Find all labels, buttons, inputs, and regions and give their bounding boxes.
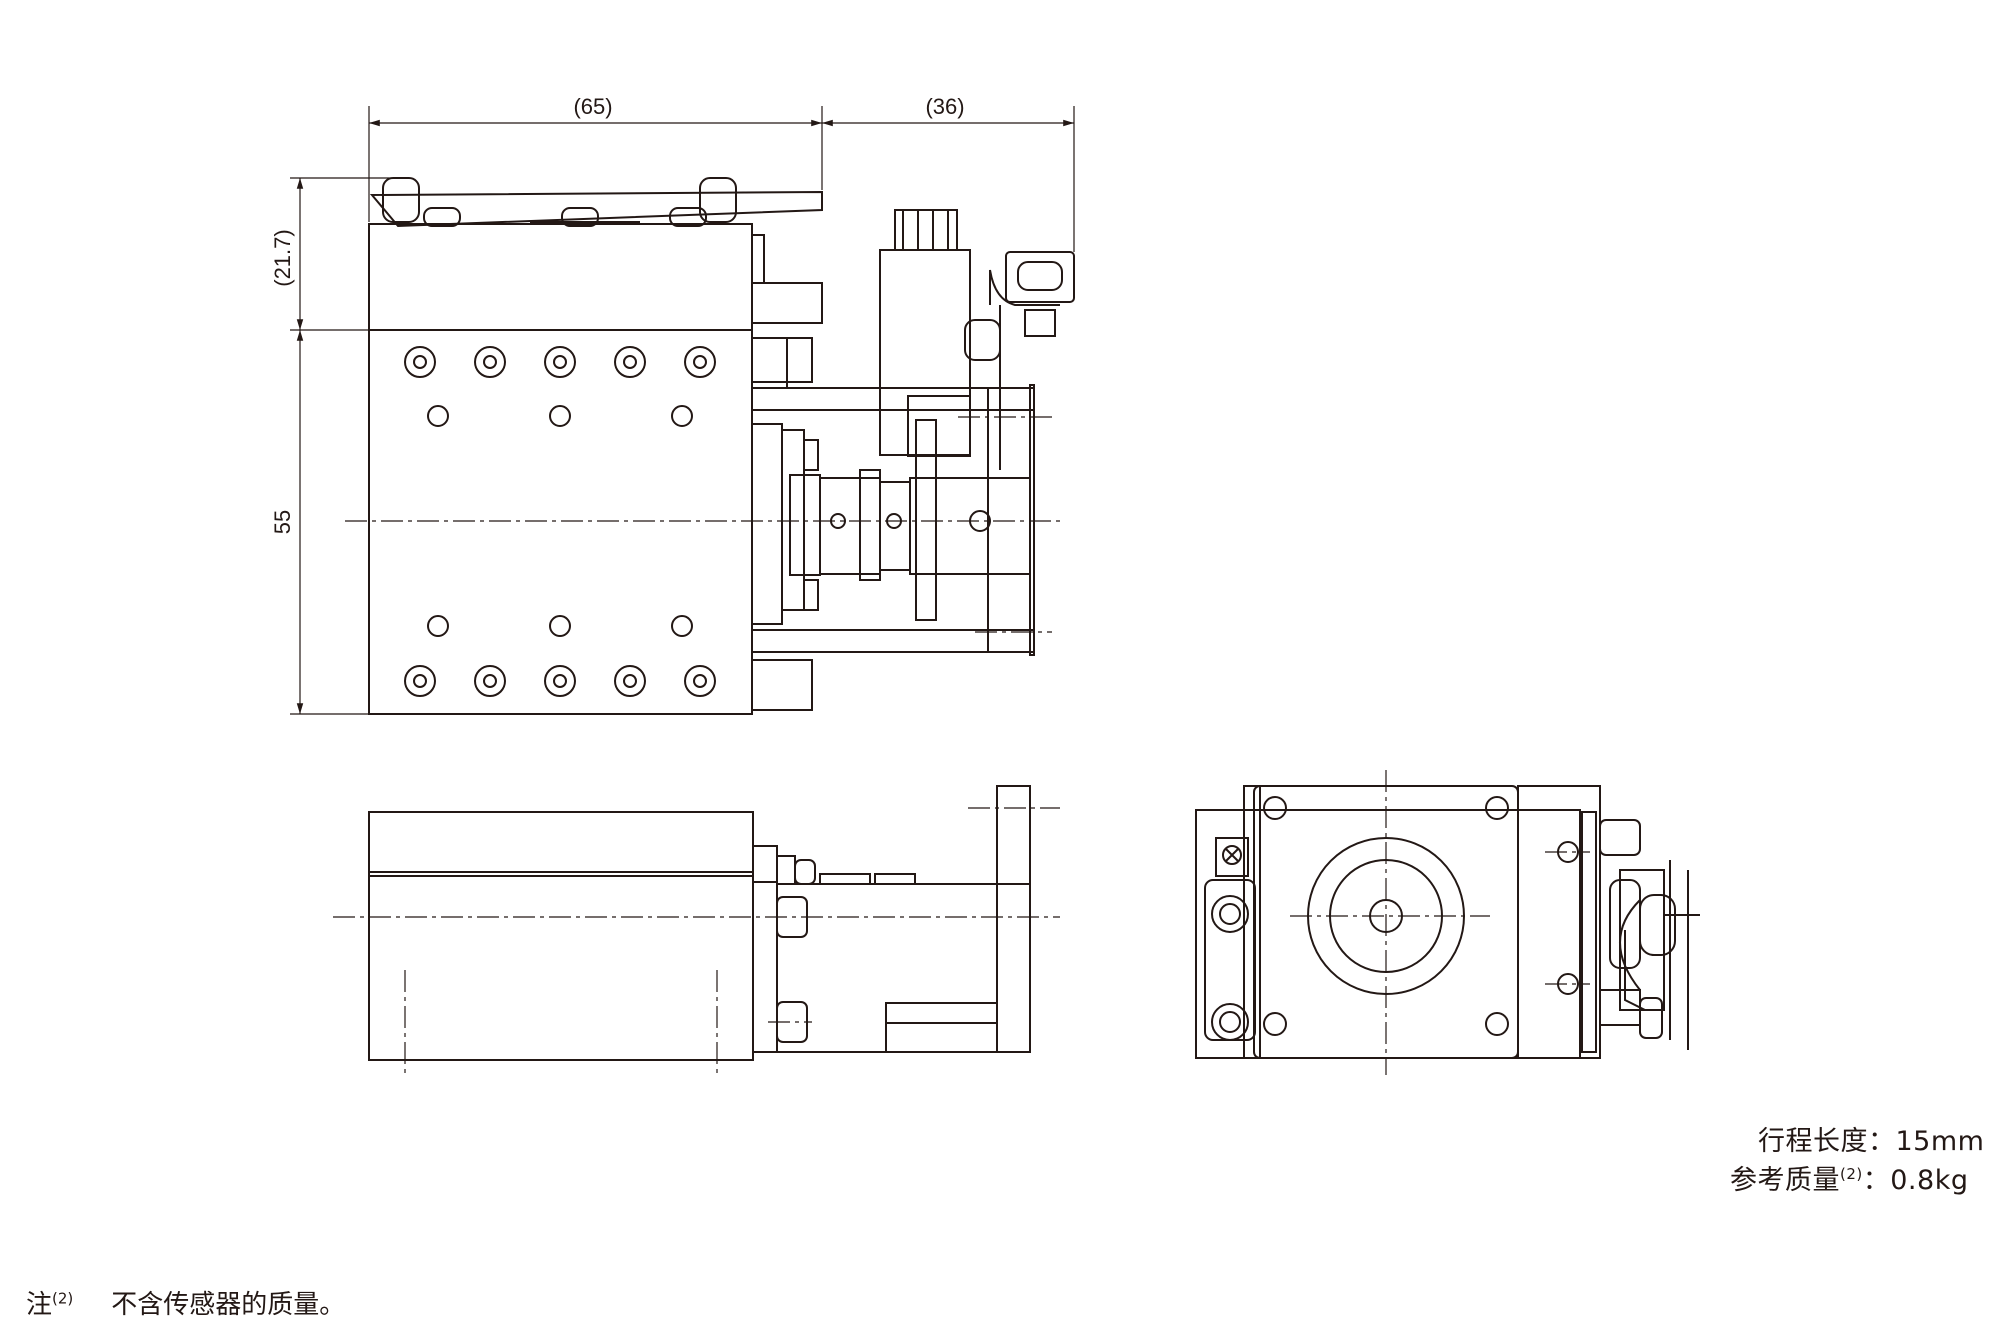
dim-21-7: (21.7) xyxy=(270,229,295,286)
dimension-lines xyxy=(290,106,1075,715)
side-view-center-lines xyxy=(333,807,1060,1075)
end-view-holes xyxy=(1211,796,1579,1041)
top-view-holes xyxy=(404,346,991,697)
dim-36: (36) xyxy=(925,94,964,119)
dim-65: (65) xyxy=(573,94,612,119)
stroke-spec: 行程长度：15mm xyxy=(1758,1119,1984,1158)
mass-spec: 参考质量(2)：0.8kg xyxy=(1730,1158,1968,1197)
top-view xyxy=(368,177,1075,715)
top-view-center-lines xyxy=(345,416,1060,633)
stroke-label: 行程长度 xyxy=(1758,1126,1868,1157)
side-view xyxy=(368,785,1031,1061)
stroke-value: ：15mm xyxy=(1868,1126,1985,1157)
footnote: 注(2) 不含传感器的质量。 xyxy=(26,1284,345,1321)
top-view-stage-body xyxy=(368,223,753,715)
mass-label: 参考质量 xyxy=(1730,1165,1840,1196)
mass-value: ：0.8kg xyxy=(1862,1165,1969,1196)
end-view-center-lines xyxy=(1290,770,1590,1075)
side-view-stage-body xyxy=(368,811,754,1061)
note-ref: (2) xyxy=(52,1289,74,1308)
note-prefix: 注 xyxy=(26,1290,53,1320)
dim-55: 55 xyxy=(270,510,295,534)
end-view xyxy=(1195,785,1700,1059)
note-text: 不含传感器的质量。 xyxy=(111,1290,346,1320)
mass-ref: (2) xyxy=(1840,1165,1863,1183)
